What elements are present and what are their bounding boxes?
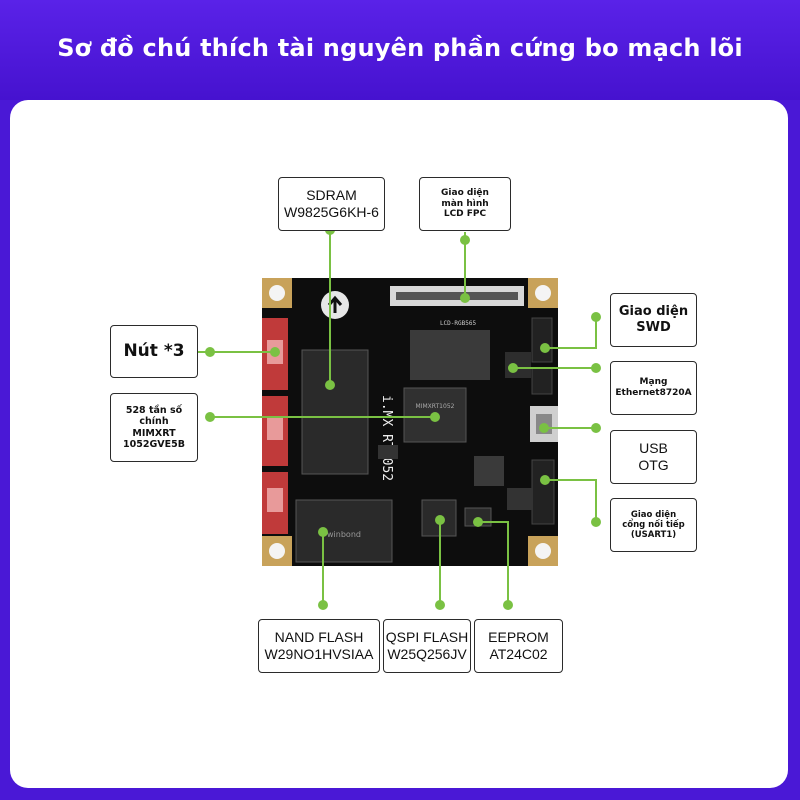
label-eeprom-line2: AT24C02 bbox=[489, 646, 548, 662]
label-nand-line2: W29NO1HVSIAA bbox=[264, 646, 374, 662]
label-qspi-line1: QSPI FLASH bbox=[385, 629, 469, 646]
label-cpu: 528 tần số chính MIMXRT 1052GVE5B bbox=[110, 393, 198, 462]
label-usb: USB OTG bbox=[610, 430, 697, 484]
label-nand: NAND FLASH W29NO1HVSIAA bbox=[258, 619, 380, 673]
label-lcd-line1: Giao diện bbox=[441, 187, 489, 198]
label-uart-line1: Giao diện bbox=[630, 509, 677, 520]
label-lcd: Giao diện màn hình LCD FPC bbox=[419, 177, 511, 231]
label-cpu-line2: chính bbox=[139, 416, 169, 428]
label-swd-line1: Giao diện bbox=[618, 304, 689, 320]
label-sdram: SDRAM W9825G6KH-6 bbox=[278, 177, 385, 231]
label-qspi-line2: W25Q256JV bbox=[387, 646, 467, 662]
label-ethernet-line1: Mạng bbox=[639, 377, 668, 388]
label-eeprom: EEPROM AT24C02 bbox=[474, 619, 563, 673]
label-swd-line2: SWD bbox=[636, 320, 671, 335]
label-lcd-line3: LCD FPC bbox=[443, 209, 487, 220]
label-ethernet: Mạng Ethernet8720A bbox=[610, 361, 697, 415]
label-uart: Giao diện cổng nối tiếp (USART1) bbox=[610, 498, 697, 552]
label-sdram-line1: SDRAM bbox=[306, 187, 357, 204]
label-swd: Giao diện SWD bbox=[610, 293, 697, 347]
label-cpu-line3: MIMXRT bbox=[132, 427, 176, 439]
header-banner bbox=[0, 0, 800, 100]
page-title: Sơ đồ chú thích tài nguyên phần cứng bo … bbox=[57, 34, 743, 62]
label-qspi: QSPI FLASH W25Q256JV bbox=[383, 619, 471, 673]
label-ethernet-line2: Ethernet8720A bbox=[615, 388, 692, 398]
label-sdram-line2: W9825G6KH-6 bbox=[284, 204, 379, 220]
label-uart-line3: (USART1) bbox=[630, 530, 677, 541]
label-buttons-line1: Nút *3 bbox=[123, 341, 185, 362]
label-lcd-line2: màn hình bbox=[441, 198, 489, 209]
label-cpu-line1: 528 tần số bbox=[125, 404, 183, 416]
label-usb-line2: OTG bbox=[638, 457, 669, 473]
label-uart-line2: cổng nối tiếp bbox=[622, 519, 685, 530]
label-usb-line1: USB bbox=[639, 440, 668, 457]
label-buttons: Nút *3 bbox=[110, 325, 198, 378]
label-nand-line1: NAND FLASH bbox=[274, 629, 364, 646]
label-eeprom-line1: EEPROM bbox=[488, 629, 549, 646]
label-cpu-line4: 1052GVE5B bbox=[123, 438, 185, 450]
